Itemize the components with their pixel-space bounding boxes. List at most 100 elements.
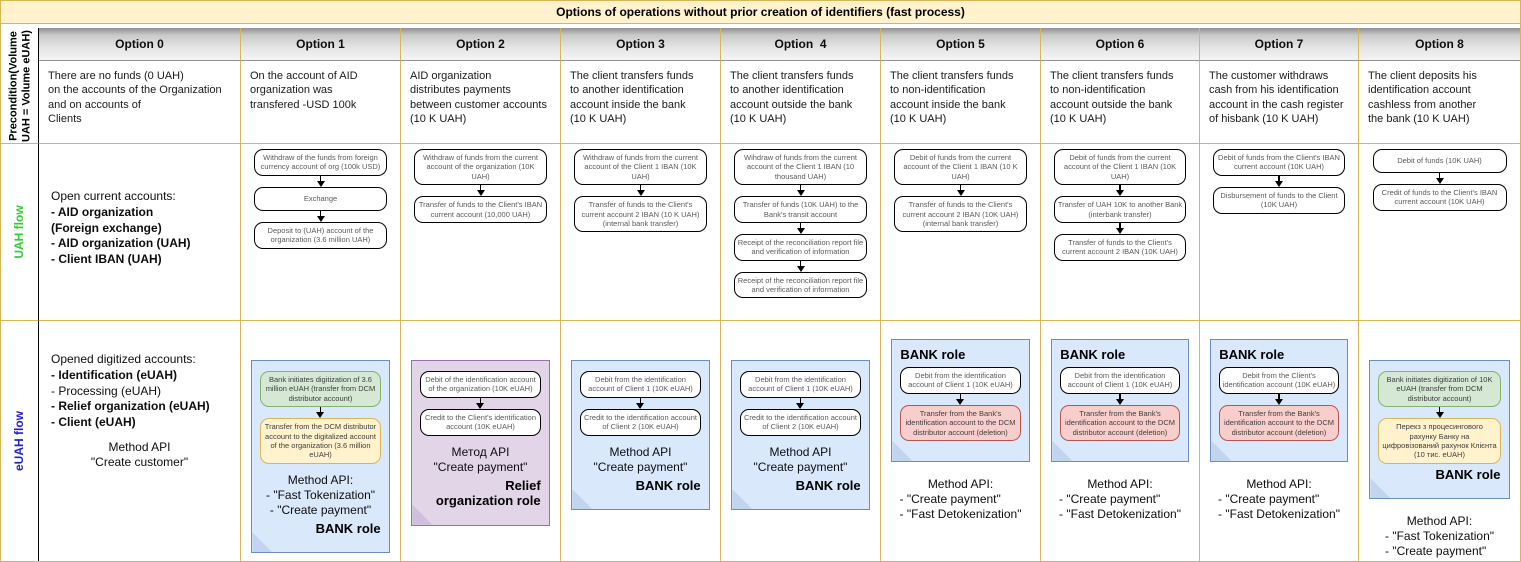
flow-step-box: Credit to the Client's identification ac… bbox=[419, 408, 542, 436]
flow-arrow bbox=[1052, 393, 1187, 405]
note-shape: Debit of the identification account of t… bbox=[411, 360, 550, 526]
flow-arrow bbox=[721, 260, 880, 272]
arrow-head-icon bbox=[476, 190, 485, 197]
method-api-line: - "Fast Detokenization" bbox=[1059, 506, 1181, 521]
arrow-head-icon bbox=[476, 402, 485, 409]
row-label-uah-flow: UAH flow bbox=[11, 205, 26, 259]
arrow-head-icon bbox=[636, 190, 645, 197]
flow-arrow bbox=[1359, 173, 1520, 184]
option-header-label: Option 3 bbox=[616, 37, 665, 51]
option-header: Option 8 bbox=[1359, 28, 1520, 61]
flow-step-box: Debit of funds from the Client's IBAN cu… bbox=[1212, 149, 1346, 176]
arrow-head-icon bbox=[796, 227, 805, 234]
account-list: Opened digitized accounts:- Identificati… bbox=[39, 326, 240, 431]
uah-flow-cell: Withdraw of funds from the current accou… bbox=[401, 144, 561, 321]
precondition-cell: The client transfers funds to non-identi… bbox=[1041, 61, 1200, 144]
uah-flow-cell: Withdraw of funds from the current accou… bbox=[561, 144, 721, 321]
flow-step-box: Debit of funds from the current account … bbox=[893, 149, 1028, 186]
uah-flow-cell: Open current accounts:- AID organization… bbox=[39, 144, 241, 321]
arrow-head-icon bbox=[1435, 412, 1444, 419]
flow-step-box: Withdraw of the funds from foreign curre… bbox=[253, 149, 388, 176]
flow-arrow bbox=[721, 185, 880, 197]
arrow-shaft bbox=[639, 397, 642, 403]
arrow-shaft bbox=[479, 397, 482, 403]
uah-flow-cell: Debit of funds from the Client's IBAN cu… bbox=[1200, 144, 1359, 321]
method-api-line: - "Create payment" bbox=[1218, 491, 1320, 506]
method-api-text: Method API:- "Fast Tokenization"- "Creat… bbox=[1385, 514, 1494, 559]
arrow-head-icon bbox=[796, 402, 805, 409]
flow-arrow bbox=[561, 185, 720, 197]
flow-step-box: Transfer of funds to the Client's curren… bbox=[573, 196, 708, 233]
method-api-line: - "Create payment" bbox=[1384, 544, 1487, 559]
method-api-line: Method API: bbox=[1087, 476, 1153, 491]
option-header: Option 5 bbox=[881, 28, 1041, 61]
account-list-line: - Relief organization (eUAH) bbox=[51, 399, 210, 414]
option-header-label: Option 7 bbox=[1254, 37, 1304, 51]
flow-step-box: Transfer of funds to the Client's curren… bbox=[893, 196, 1028, 233]
role-label: BANK role bbox=[1219, 347, 1285, 362]
flow-arrow bbox=[572, 397, 708, 409]
method-api-line: Method API bbox=[108, 440, 171, 455]
flow-arrow bbox=[252, 407, 388, 419]
flow-arrow bbox=[412, 397, 548, 409]
method-api-text: Method API"Create payment" bbox=[594, 445, 688, 475]
flow-arrow bbox=[732, 397, 868, 409]
precondition-cell: The client transfers funds to non-identi… bbox=[881, 61, 1041, 144]
account-list-line: - AID organization (UAH) bbox=[51, 236, 191, 251]
method-api-text: Метод API"Create payment" bbox=[434, 445, 528, 475]
arrow-shaft bbox=[319, 407, 322, 413]
account-list-line: - Client IBAN (UAH) bbox=[51, 252, 162, 267]
arrow-shaft bbox=[959, 185, 962, 191]
flow-step-box: Wihdraw of funds from the current accoun… bbox=[733, 149, 868, 186]
flow-step-box: Bank initiates digitization of 10K eUAH … bbox=[1378, 371, 1501, 408]
method-api-line: Method API: bbox=[287, 472, 354, 487]
method-api-line: - "Create payment" bbox=[1059, 491, 1161, 506]
option-header: Option 7 bbox=[1200, 28, 1359, 61]
method-api-line: - "Fast Tokenization" bbox=[265, 487, 375, 502]
spacer bbox=[1, 24, 1520, 28]
arrow-shaft bbox=[799, 222, 802, 228]
arrow-head-icon bbox=[1275, 180, 1283, 187]
method-api-line: Method API: bbox=[1246, 476, 1312, 491]
arrow-shaft bbox=[1119, 393, 1121, 399]
arrow-shaft bbox=[479, 185, 482, 191]
flow-step-box: Debit from the identification account of… bbox=[899, 367, 1022, 394]
flow-step-box: Transfer from the Bank's identification … bbox=[1059, 404, 1181, 441]
row-label-precondition: Precondition(Volume UAH = Volume eUAH) bbox=[6, 29, 32, 142]
euah-flow-cell: Bank initiates digitization of 3.6 milli… bbox=[241, 321, 401, 561]
method-api-line: "Create payment" bbox=[433, 459, 528, 474]
flow-arrow bbox=[721, 222, 880, 234]
option-header-label: Option 2 bbox=[456, 37, 505, 51]
row-label-precondition-cell: Precondition(Volume UAH = Volume eUAH) bbox=[1, 28, 39, 144]
method-api-text: Method API"Create payment" bbox=[754, 445, 848, 475]
flow-step-box: Withdraw of funds from the current accou… bbox=[573, 149, 708, 186]
uah-flow-cell: Debit of funds (10K UAH)Credit of funds … bbox=[1359, 144, 1520, 321]
arrow-head-icon bbox=[956, 190, 965, 197]
account-list-line: - Identification (eUAH) bbox=[51, 367, 177, 382]
method-api-text: Method API:- "Create payment"- "Fast Det… bbox=[1059, 477, 1181, 522]
role-label: Relief organization role bbox=[435, 477, 541, 509]
method-api-line: Method API: bbox=[927, 476, 994, 491]
flow-arrow bbox=[241, 210, 400, 222]
flow-step-box: Transfer from the Bank's identification … bbox=[899, 404, 1022, 441]
note-shape: Debit from the identification account of… bbox=[571, 360, 710, 511]
flow-step-box: Transfer of funds (10K UAH) to the Bank'… bbox=[733, 196, 868, 223]
flow-arrow bbox=[1041, 185, 1199, 197]
account-list-line: (Foreign exchange) bbox=[51, 220, 162, 235]
option-header: Option 3 bbox=[561, 28, 721, 61]
flow-step-box: Debit of funds from the current account … bbox=[1053, 149, 1187, 186]
flow-arrow bbox=[1200, 175, 1358, 187]
flow-arrow bbox=[401, 185, 560, 197]
account-list-line: - AID organization bbox=[51, 204, 154, 219]
euah-flow-cell: Debit of the identification account of t… bbox=[401, 321, 561, 561]
flow-step-box: Transfer of UAH 10K to another Bank (int… bbox=[1053, 196, 1187, 223]
flow-arrow bbox=[881, 185, 1040, 197]
arrow-head-icon bbox=[1274, 398, 1283, 405]
option-header: Option 6 bbox=[1041, 28, 1200, 61]
option-header-label: Option 8 bbox=[1415, 37, 1464, 51]
flow-step-box: Transfer of funds to the Client's curren… bbox=[1053, 233, 1187, 261]
role-label: BANK role bbox=[1435, 466, 1501, 482]
account-list: Open current accounts:- AID organization… bbox=[39, 149, 240, 268]
